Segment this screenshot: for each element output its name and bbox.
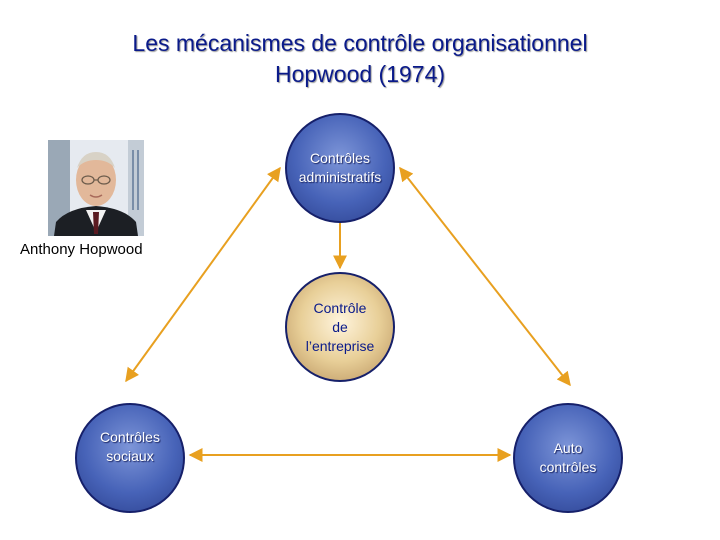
- node-label-line: Contrôle: [313, 299, 367, 316]
- arrow-admin-to-auto: [399, 166, 571, 387]
- node-label-line: administratifs: [298, 169, 382, 185]
- portrait-photo: [48, 140, 144, 236]
- node-controles-administratifs: Contrôles administratifs: [285, 113, 395, 223]
- arrow-admin-to-sociaux: [125, 166, 281, 383]
- node-label-line: Auto: [553, 440, 583, 456]
- photo-caption: Anthony Hopwood: [20, 241, 143, 258]
- node-auto-controles: Auto contrôles: [513, 403, 623, 513]
- portrait-image: [48, 140, 144, 236]
- node-label-line: de: [332, 318, 348, 335]
- node-label-line: sociaux: [106, 448, 154, 464]
- title-line-2: Hopwood (1974): [274, 61, 446, 87]
- node-label-line: l’entreprise: [305, 337, 375, 354]
- title-line-1: Les mécanismes de contrôle organisationn…: [132, 30, 588, 56]
- node-label-line: contrôles: [539, 459, 597, 475]
- node-controles-sociaux: Contrôles sociaux: [75, 403, 185, 513]
- node-controle-entreprise: Contrôle de l’entreprise: [285, 272, 395, 382]
- node-label-line: Contrôles: [310, 150, 370, 166]
- node-label-line: Contrôles: [100, 429, 160, 445]
- page-title: Les mécanismes de contrôle organisationn…: [0, 28, 720, 90]
